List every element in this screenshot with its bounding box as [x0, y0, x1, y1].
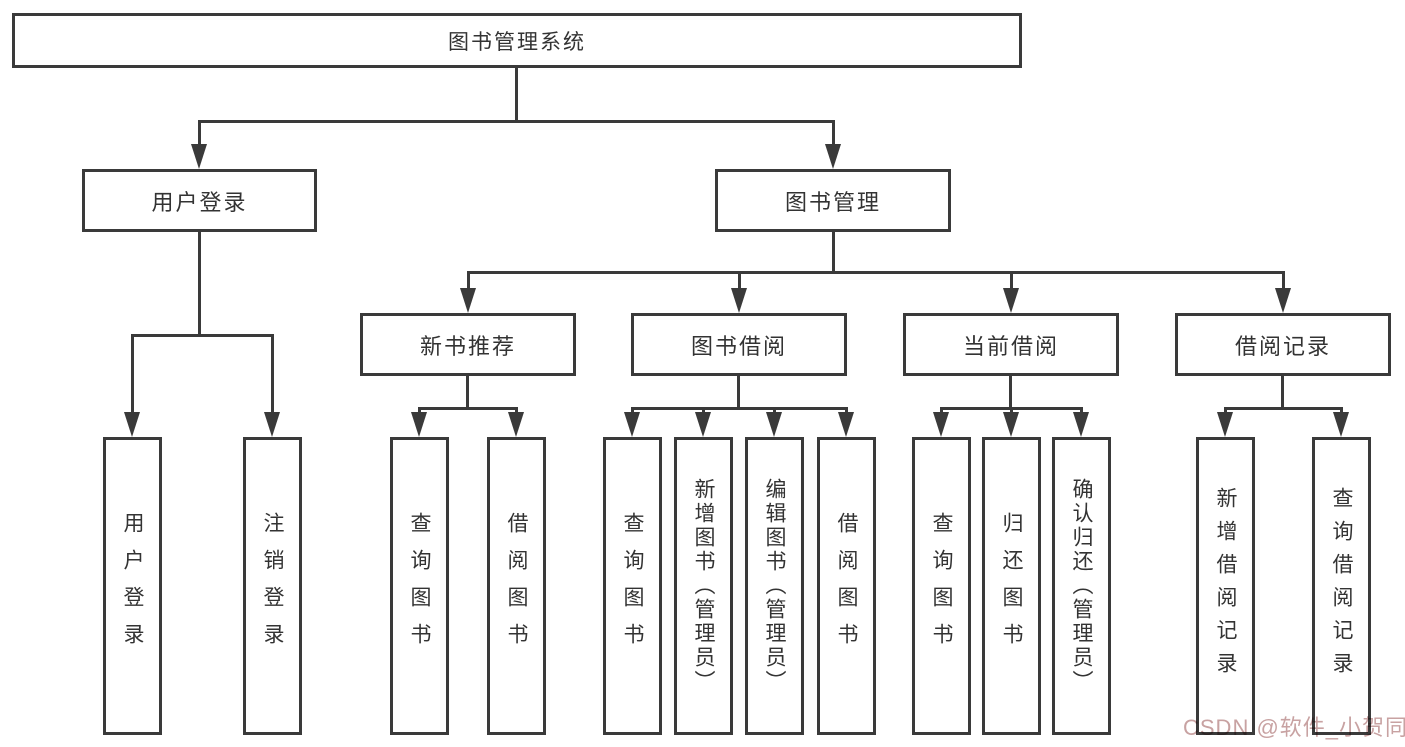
leaf-label: 编辑图书（管理员）	[763, 478, 786, 694]
connector-line	[467, 271, 1285, 274]
arrow-down-icon	[1003, 271, 1019, 313]
leaf-label: 新增借阅记录	[1214, 487, 1237, 685]
connector-line	[1281, 376, 1284, 407]
leaf-label: 查询借阅记录	[1330, 487, 1353, 685]
node-label: 图书管理系统	[448, 30, 586, 54]
leaf-user-login: 用户登录	[103, 437, 162, 735]
arrow-down-icon	[1073, 407, 1089, 437]
node-label: 新书推荐	[419, 333, 516, 359]
arrow-down-icon	[124, 334, 140, 437]
arrow-down-icon	[1275, 271, 1291, 313]
leaf-label: 借阅图书	[505, 512, 528, 660]
leaf-label: 借阅图书	[835, 512, 858, 660]
leaf-borrow-borrow-books: 借阅图书	[817, 437, 876, 735]
arrow-down-icon	[460, 271, 476, 313]
leaf-logout: 注销登录	[243, 437, 302, 735]
node-label: 用户登录	[151, 189, 248, 215]
node-current-borrow: 当前借阅	[903, 313, 1119, 376]
leaf-rec-borrow-books: 借阅图书	[487, 437, 546, 735]
connector-line	[832, 232, 835, 271]
leaf-label: 查询图书	[408, 512, 431, 660]
leaf-borrow-query-books: 查询图书	[603, 437, 662, 735]
arrow-down-icon	[191, 120, 207, 169]
leaf-label: 归还图书	[1000, 512, 1023, 660]
leaf-borrow-edit-books-admin: 编辑图书（管理员）	[745, 437, 804, 735]
connector-line	[1225, 407, 1343, 410]
node-book-management: 图书管理	[715, 169, 951, 232]
arrow-down-icon	[1217, 407, 1233, 437]
connector-line	[515, 68, 518, 120]
connector-line	[419, 407, 518, 410]
connector-line	[198, 232, 201, 334]
connector-line	[632, 407, 848, 410]
arrow-down-icon	[411, 407, 427, 437]
arrow-down-icon	[933, 407, 949, 437]
connector-line	[132, 334, 274, 337]
node-label: 借阅记录	[1234, 333, 1331, 359]
leaf-label: 用户登录	[121, 512, 144, 660]
node-book-borrow: 图书借阅	[631, 313, 847, 376]
arrow-down-icon	[731, 271, 747, 313]
connector-line	[466, 376, 469, 407]
arrow-down-icon	[838, 407, 854, 437]
leaf-current-return-books: 归还图书	[982, 437, 1041, 735]
leaf-current-query-books: 查询图书	[912, 437, 971, 735]
arrow-down-icon	[695, 407, 711, 437]
leaf-label: 查询图书	[930, 512, 953, 660]
leaf-label: 注销登录	[261, 512, 284, 660]
node-borrow-records: 借阅记录	[1175, 313, 1391, 376]
connector-line	[1009, 376, 1012, 407]
node-label: 图书管理	[784, 189, 881, 215]
node-library-system: 图书管理系统	[12, 13, 1022, 68]
leaf-rec-query-books: 查询图书	[390, 437, 449, 735]
arrow-down-icon	[264, 334, 280, 437]
leaf-records-query-record: 查询借阅记录	[1312, 437, 1371, 735]
arrow-down-icon	[766, 407, 782, 437]
leaf-label: 查询图书	[621, 512, 644, 660]
leaf-records-add-record: 新增借阅记录	[1196, 437, 1255, 735]
connector-line	[198, 120, 835, 123]
arrow-down-icon	[624, 407, 640, 437]
node-user-login: 用户登录	[82, 169, 317, 232]
arrow-down-icon	[508, 407, 524, 437]
leaf-label: 新增图书（管理员）	[692, 478, 715, 694]
leaf-borrow-add-books-admin: 新增图书（管理员）	[674, 437, 733, 735]
leaf-current-confirm-return-admin: 确认归还（管理员）	[1052, 437, 1111, 735]
arrow-down-icon	[825, 120, 841, 169]
node-new-book-recommend: 新书推荐	[360, 313, 576, 376]
node-label: 图书借阅	[690, 333, 787, 359]
leaf-label: 确认归还（管理员）	[1070, 478, 1093, 694]
node-label: 当前借阅	[962, 333, 1059, 359]
arrow-down-icon	[1333, 407, 1349, 437]
connector-line	[737, 376, 740, 407]
arrow-down-icon	[1003, 407, 1019, 437]
watermark: CSDN @软件_小贺同学	[1183, 715, 1405, 740]
